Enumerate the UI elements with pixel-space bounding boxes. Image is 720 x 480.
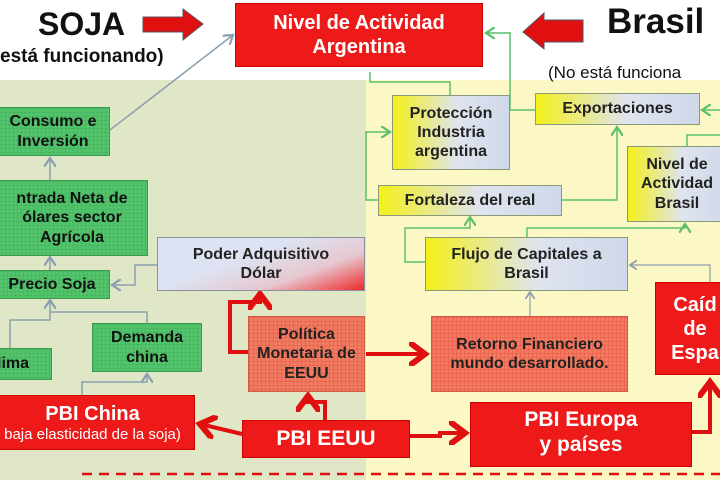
precio-soja-box: Precio Soja: [0, 270, 110, 299]
pbi-eeuu-box: PBI EEUU: [242, 420, 410, 458]
arrow-eeuu-to-politica: [308, 396, 327, 420]
pbi-china-box: PBI China baja elasticidad de la soja): [0, 395, 195, 450]
soja-title: SOJA: [38, 6, 126, 42]
arrow-espana-to-flujo: [630, 265, 711, 282]
arrow-consumo-to-nivel: [109, 35, 233, 131]
arrow-politica-to-poder: [228, 294, 260, 354]
clima-box: lima: [0, 348, 52, 380]
arrow-real-to-proteccion: [365, 132, 390, 201]
soja-arrow-icon: [142, 8, 204, 42]
arrow-clima-to-precio: [9, 300, 50, 348]
entrada-neta-box: ntrada Neta de ólares sector Agrícola: [0, 180, 148, 256]
nivel-actividad-brasil-box: Nivel de Actividad Brasil: [627, 146, 720, 222]
proteccion-industria-box: Protección Industria argentina: [392, 95, 510, 170]
arrow-proteccion-to-nivel: [369, 72, 451, 95]
pbi-china-label: PBI China: [45, 403, 140, 425]
arrow-demanda-to-precio: [50, 311, 148, 323]
arrow-pbichina-to-demanda: [81, 374, 147, 395]
arrow-export-to-nivel: [486, 33, 535, 111]
arrow-eeuu-to-europa: [410, 433, 465, 436]
poder-adquisitivo-box: Poder Adquisitivo Dólar: [157, 237, 365, 291]
arrow-flujo-to-real: [404, 217, 470, 263]
arrow-eeuu-to-china: [200, 424, 243, 434]
arrow-flujo-to-brasil: [526, 224, 685, 237]
pbi-china-note: baja elasticidad de la soja): [4, 426, 181, 443]
politica-monetaria-box: Política Monetaria de EEUU: [248, 316, 365, 392]
brasil-status: (No está funciona: [548, 63, 682, 82]
nivel-actividad-argentina-box: Nivel de Actividad Argentina: [235, 3, 483, 67]
arrow-real-to-export: [562, 127, 617, 201]
arrow-brasil-to-export: [686, 110, 720, 146]
fortaleza-real-box: Fortaleza del real: [378, 185, 562, 216]
flujo-capitales-box: Flujo de Capitales a Brasil: [425, 237, 628, 291]
pbi-europa-box: PBI Europa y países: [470, 402, 692, 467]
demanda-china-box: Demanda china: [92, 323, 202, 372]
exportaciones-box: Exportaciones: [535, 93, 700, 125]
arrow-europa-to-espana: [692, 382, 710, 434]
brasil-title: Brasil: [607, 2, 705, 41]
brasil-arrow-icon: [522, 11, 584, 51]
arrow-poder-to-precio: [112, 264, 157, 285]
caida-espana-box: Caíd de Espa: [655, 282, 720, 375]
soja-status: está funcionando): [0, 46, 164, 67]
consumo-inversion-box: Consumo e Inversión: [0, 107, 110, 156]
retorno-financiero-box: Retorno Financiero mundo desarrollado.: [431, 316, 628, 392]
